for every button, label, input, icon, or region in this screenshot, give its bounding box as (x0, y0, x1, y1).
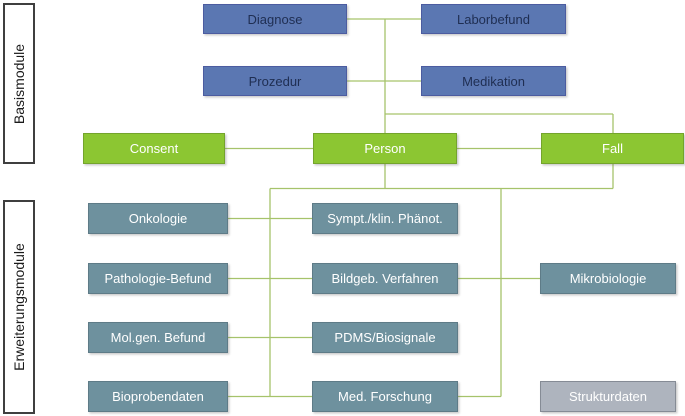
node-medikation: Medikation (421, 66, 566, 96)
node-diagnose-label: Diagnose (247, 11, 303, 27)
node-medikation-label: Medikation (462, 73, 525, 89)
node-person-label: Person (364, 141, 406, 156)
group-label-erweiterungsmodule: Erweiterungsmodule (3, 200, 35, 414)
node-consent-label: Consent (129, 141, 179, 156)
node-strukturdaten-label: Strukturdaten (568, 389, 648, 404)
node-laborbefund-label: Laborbefund (456, 11, 530, 27)
node-pathologie-befund-label: Pathologie-Befund (104, 271, 212, 286)
node-laborbefund: Laborbefund (421, 4, 566, 34)
node-onkologie-label: Onkologie (128, 211, 188, 226)
node-fall: Fall (541, 133, 684, 164)
node-mikrobiologie: Mikrobiologie (540, 263, 676, 294)
node-sympt-klin-phaenot-label: Sympt./klin. Phänot. (327, 211, 443, 226)
node-consent: Consent (83, 133, 225, 164)
group-label-basismodule: Basismodule (3, 3, 35, 164)
node-mikrobiologie-label: Mikrobiologie (569, 271, 647, 286)
node-bildgeb-verfahren-label: Bildgeb. Verfahren (331, 271, 439, 286)
node-bioprobendaten-label: Bioprobendaten (112, 389, 204, 404)
node-med-forschung: Med. Forschung (312, 381, 458, 412)
node-prozedur: Prozedur (203, 66, 347, 96)
node-bildgeb-verfahren: Bildgeb. Verfahren (312, 263, 458, 294)
node-fall-label: Fall (602, 141, 623, 156)
node-med-forschung-label: Med. Forschung (338, 389, 432, 404)
node-strukturdaten: Strukturdaten (540, 381, 676, 412)
node-bioprobendaten: Bioprobendaten (88, 381, 228, 412)
node-person: Person (313, 133, 457, 164)
group-label-erweiterungsmodule-text: Erweiterungsmodule (11, 243, 27, 371)
node-sympt-klin-phaenot: Sympt./klin. Phänot. (312, 203, 458, 234)
node-diagnose: Diagnose (203, 4, 347, 34)
node-onkologie: Onkologie (88, 203, 228, 234)
node-pathologie-befund: Pathologie-Befund (88, 263, 228, 294)
node-mol-gen-befund: Mol.gen. Befund (88, 322, 228, 353)
node-prozedur-label: Prozedur (248, 73, 302, 89)
group-label-basismodule-text: Basismodule (11, 43, 27, 124)
node-mol-gen-befund-label: Mol.gen. Befund (110, 330, 206, 345)
node-pdms-biosignale: PDMS/Biosignale (312, 322, 458, 353)
node-pdms-biosignale-label: PDMS/Biosignale (334, 330, 436, 345)
